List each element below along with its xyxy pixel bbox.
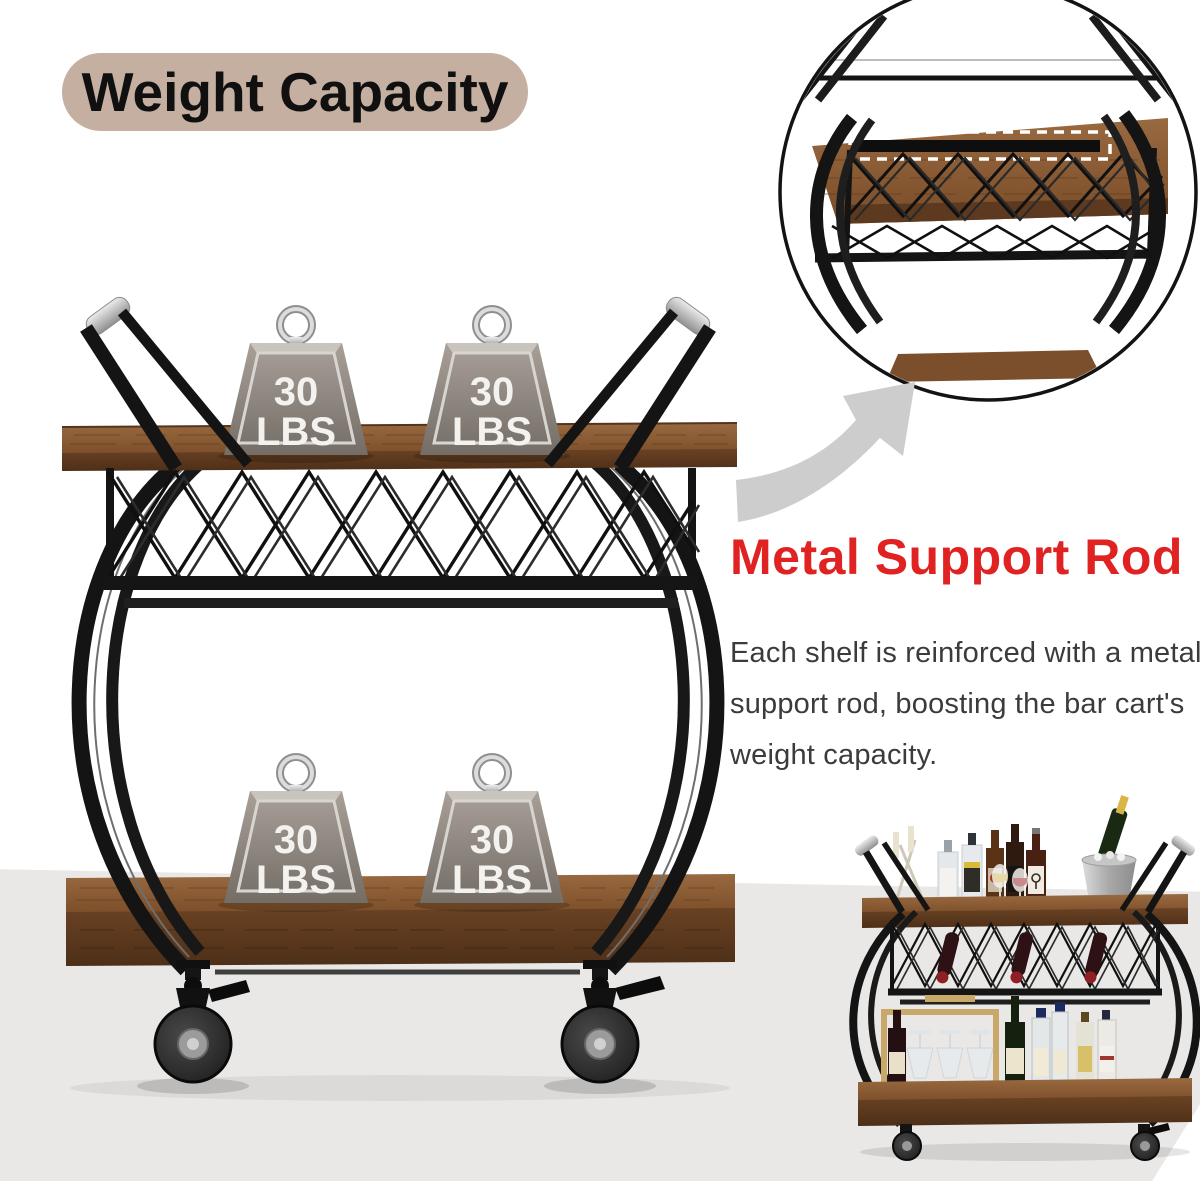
feature-body-line-1: Each shelf is reinforced with a metal: [730, 637, 1200, 669]
weight-value: 30: [470, 818, 515, 862]
thumbnail-handles: [854, 835, 1196, 914]
thumbnail-wine-rack: [890, 920, 1160, 991]
weight-unit: LBS: [452, 858, 532, 902]
callout-lower-lattice: [831, 224, 1151, 260]
thumbnail-bottom-shelf-items: [881, 995, 1117, 1089]
thumbnail-lying-bottles: [936, 932, 1108, 984]
handle-right: [543, 296, 716, 472]
wine-glass-icon: [1012, 868, 1028, 910]
weight-unit: LBS: [256, 410, 336, 454]
title-badge: Weight Capacity: [62, 53, 528, 131]
thumbnail-top-shelf-items: [893, 795, 1137, 910]
rod-highlight-dashed-box: [848, 130, 1112, 161]
weight-value: 30: [274, 370, 319, 414]
caster-wheel-left: [153, 960, 250, 1084]
feature-body-line-2: support rod, boosting the bar cart's: [730, 688, 1185, 720]
weight-top-right: 30 LBS: [414, 305, 570, 463]
callout-bottom-shelf-sliver: [886, 350, 1102, 382]
feature-heading: Metal Support Rod: [730, 529, 1183, 585]
weight-unit: LBS: [256, 858, 336, 902]
champagne-bottle-icon: [1098, 795, 1129, 861]
weight-value: 30: [470, 370, 515, 414]
weight-unit: LBS: [452, 410, 532, 454]
feature-body: Each shelf is reinforced with a metal su…: [730, 628, 1200, 781]
brake-lever: [615, 976, 665, 1000]
weight-bottom-left: 30 LBS: [218, 753, 374, 912]
page-title: Weight Capacity: [81, 61, 509, 123]
weight-top-left: 30 LBS: [218, 305, 374, 463]
weight-bottom-right: 30 LBS: [414, 753, 570, 912]
zoom-callout-circle: [778, 0, 1198, 402]
weight-value: 30: [274, 818, 319, 862]
styled-cart-thumbnail: [849, 795, 1200, 1161]
callout-frame-arcs: [810, 110, 1166, 335]
feature-body-line-3: weight capacity.: [730, 739, 938, 771]
main-cart: 30 LBS 30 LBS: [61, 296, 738, 1101]
hanging-glasses: [906, 1030, 994, 1079]
handle-left: [80, 296, 253, 472]
magnify-arrow-icon: [736, 382, 915, 522]
ice-bucket-icon: [1081, 851, 1137, 906]
caster-wheel-right: [560, 960, 665, 1084]
feature-text-block: Metal Support Rod Each shelf is reinforc…: [730, 528, 1200, 781]
wine-rack-lattice: [104, 468, 701, 608]
thumbnail-casters: [892, 1123, 1170, 1161]
brake-lever: [208, 980, 250, 1002]
